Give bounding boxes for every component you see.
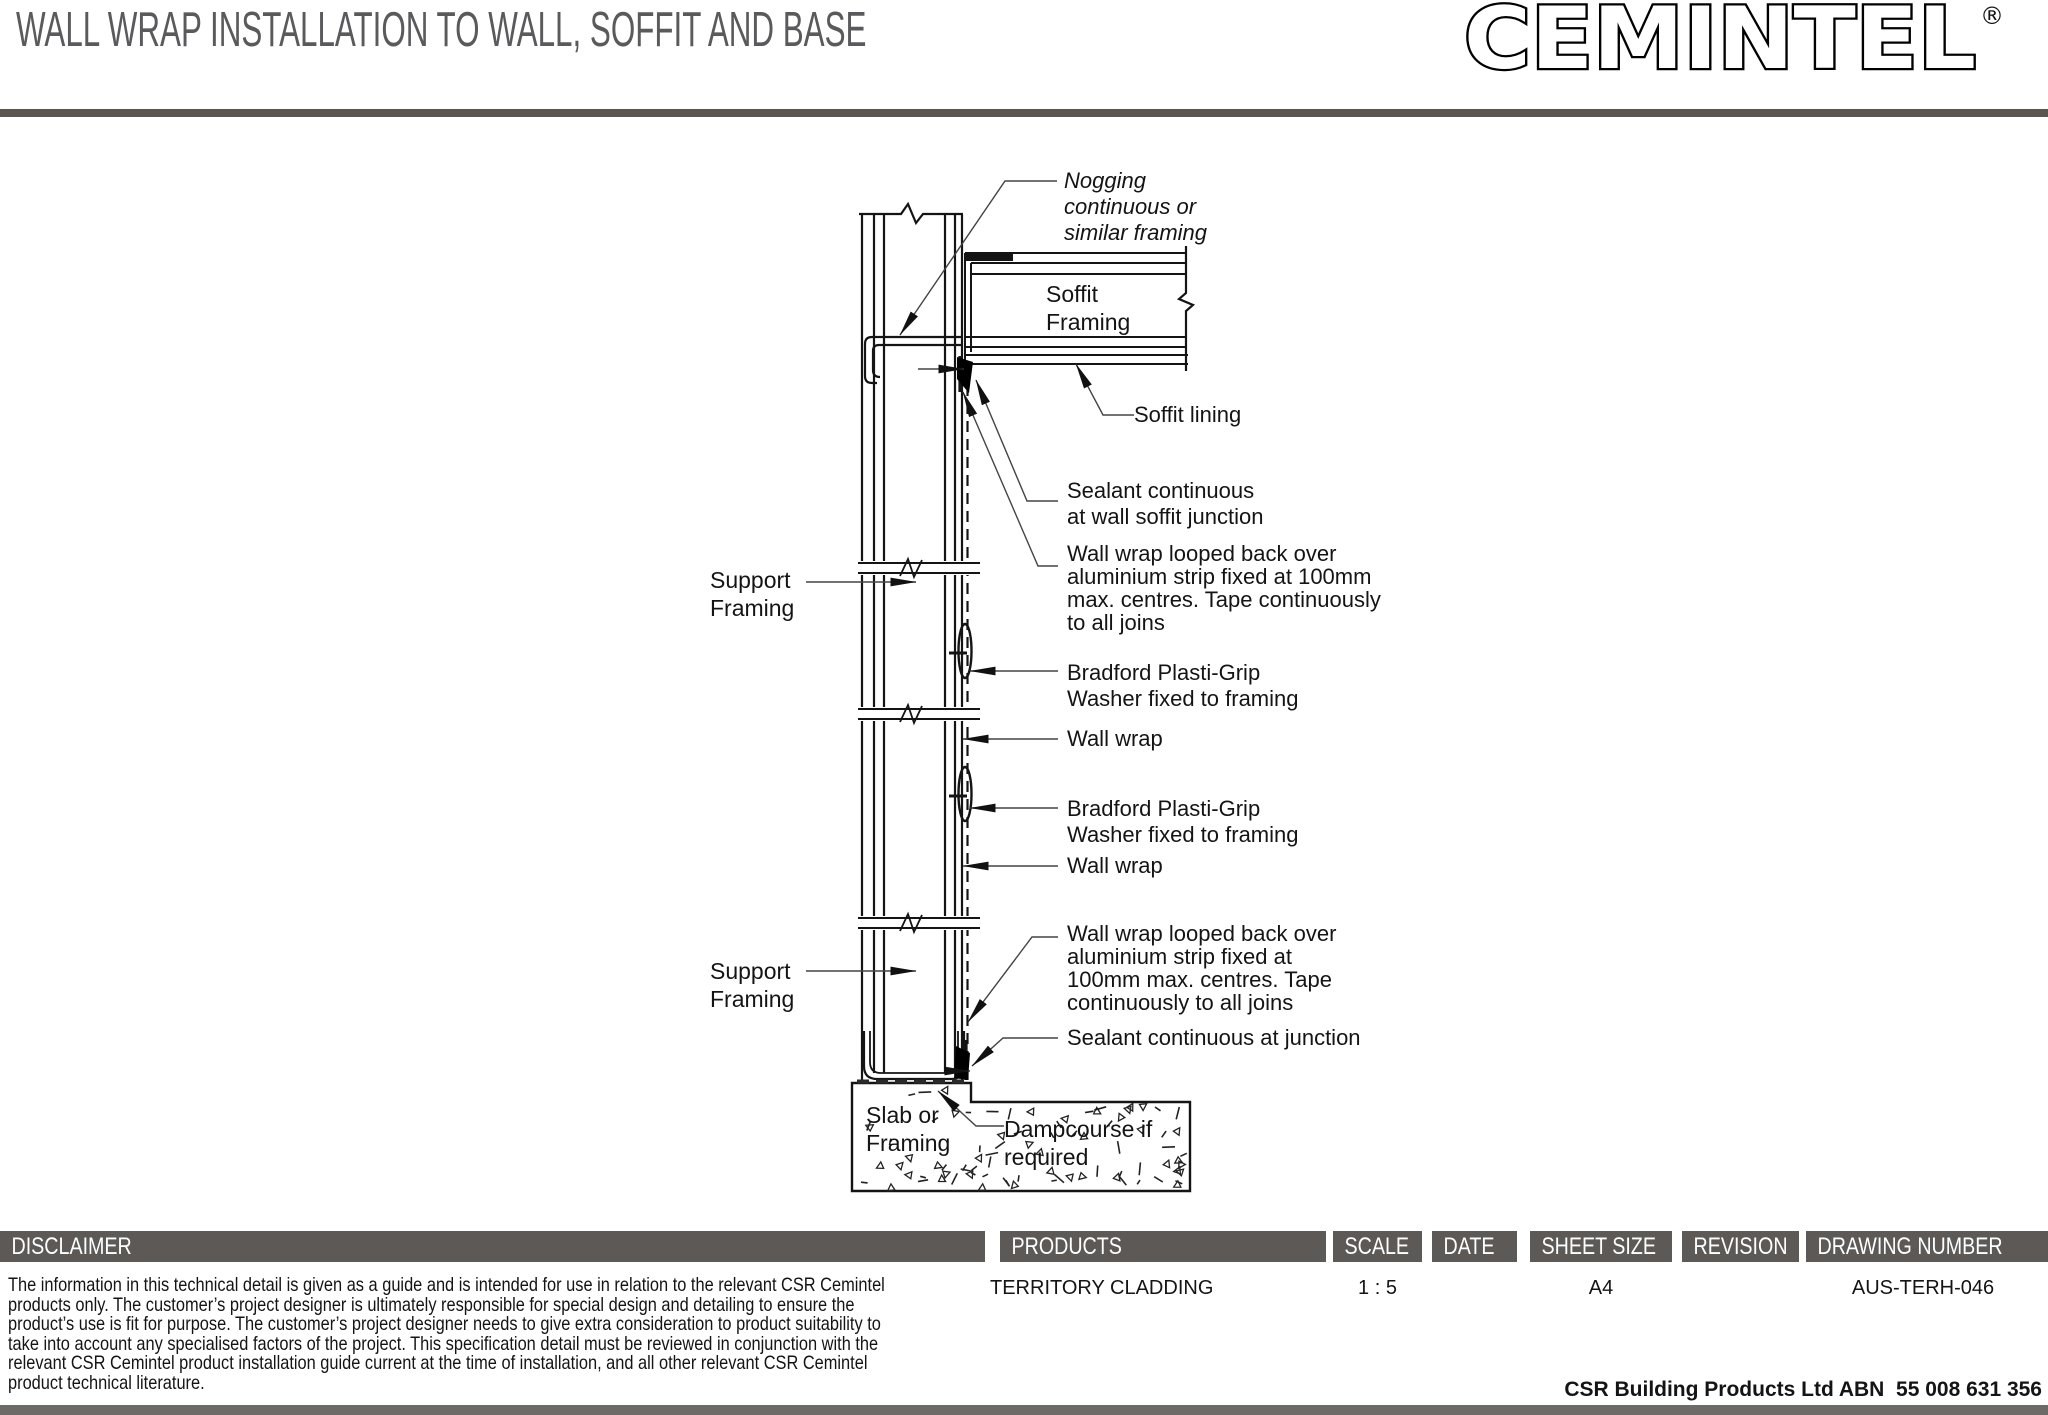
footer-rule (0, 1405, 2048, 1415)
title-rule (0, 109, 2048, 117)
sheet-size-header-label: SHEET SIZE (1541, 1233, 1656, 1260)
company-abn-line: CSR Building Products Ltd ABN 55 008 631… (1564, 1378, 2042, 1401)
disclaimer-header-bar: DISCLAIMER (0, 1231, 985, 1262)
drawing-number-value: AUS-TERH-046 (1851, 1277, 1995, 1299)
soffit-lining-board (965, 354, 1188, 365)
date-header-bar: DATE (1432, 1231, 1517, 1262)
label-wall-wrap-1: Wall wrap (1067, 726, 1163, 751)
wall-framing (859, 201, 964, 1080)
label-wall-wrap-2: Wall wrap (1067, 853, 1163, 878)
label-nogging: Nogging continuous or similar framing (1064, 168, 1208, 245)
leader-dampcourse (937, 1090, 1004, 1127)
plasti-grip-washer-2 (949, 765, 973, 823)
label-bradford-2: Bradford Plasti-Grip Washer fixed to fra… (1067, 796, 1299, 847)
products-header-label: PRODUCTS (1011, 1233, 1122, 1260)
sheet-size-value: A4 (1588, 1277, 1614, 1299)
sheet-size-header-bar: SHEET SIZE (1530, 1231, 1672, 1262)
label-dampcourse: Dampcourse if required (1004, 1116, 1153, 1170)
label-soffit-lining: Soffit lining (1134, 402, 1242, 427)
date-header-label: DATE (1443, 1233, 1495, 1260)
label-soffit-framing: Soffit Framing (1046, 281, 1131, 335)
scale-header-label: SCALE (1344, 1233, 1410, 1260)
leader-wrap-looped-bottom (967, 936, 1058, 1023)
revision-header-bar: REVISION (1682, 1231, 1799, 1262)
logo-wordmark: CEMINTEL (1464, 2, 1976, 80)
nogging-channel (863, 335, 962, 385)
slab (850, 1081, 1192, 1193)
leader-sealant-bottom (971, 1037, 1058, 1067)
label-bradford-1: Bradford Plasti-Grip Washer fixed to fra… (1067, 660, 1299, 711)
drawing-number-header-bar: DRAWING NUMBER (1806, 1231, 2048, 1262)
label-slab: Slab or Framing (866, 1102, 951, 1156)
products-header-bar: PRODUCTS (1000, 1231, 1326, 1262)
label-support-framing-1: Support Framing (710, 567, 795, 621)
label-wrap-looped-bottom: Wall wrap looped back over aluminium str… (1067, 921, 1337, 1015)
scale-value: 1 : 5 (1358, 1277, 1397, 1299)
leader-lines (806, 180, 1134, 1127)
leader-sealant-top (975, 379, 1058, 502)
soffit-framing-member (964, 246, 1196, 371)
leader-soffit-lining (1075, 363, 1134, 416)
cemintel-logo: CEMINTEL ® (1462, 2, 2002, 80)
label-wrap-looped-top: Wall wrap looped back over aluminium str… (1067, 541, 1381, 635)
leader-nogging (899, 180, 1057, 336)
label-sealant-top: Sealant continuous at wall soffit juncti… (1067, 478, 1264, 529)
bottom-channel (862, 1031, 966, 1081)
disclaimer-header-label: DISCLAIMER (11, 1233, 132, 1260)
revision-header-label: REVISION (1693, 1233, 1788, 1260)
scale-header-bar: SCALE (1333, 1231, 1422, 1262)
products-value: TERRITORY CLADDING (990, 1277, 1214, 1299)
page-title: WALL WRAP INSTALLATION TO WALL, SOFFIT A… (16, 3, 867, 57)
registered-mark-icon: ® (1980, 2, 2002, 30)
sealant-top-junction (957, 356, 973, 393)
label-support-framing-2: Support Framing (710, 958, 795, 1012)
drawing-number-header-label: DRAWING NUMBER (1817, 1233, 2003, 1260)
plasti-grip-washer-1 (949, 622, 973, 680)
label-sealant-bottom: Sealant continuous at junction (1067, 1025, 1361, 1050)
leader-wrap-looped-top (962, 391, 1058, 567)
wall-break-symbols (856, 556, 982, 935)
concrete-stipple (860, 1085, 1188, 1192)
disclaimer-text: The information in this technical detail… (8, 1274, 885, 1394)
